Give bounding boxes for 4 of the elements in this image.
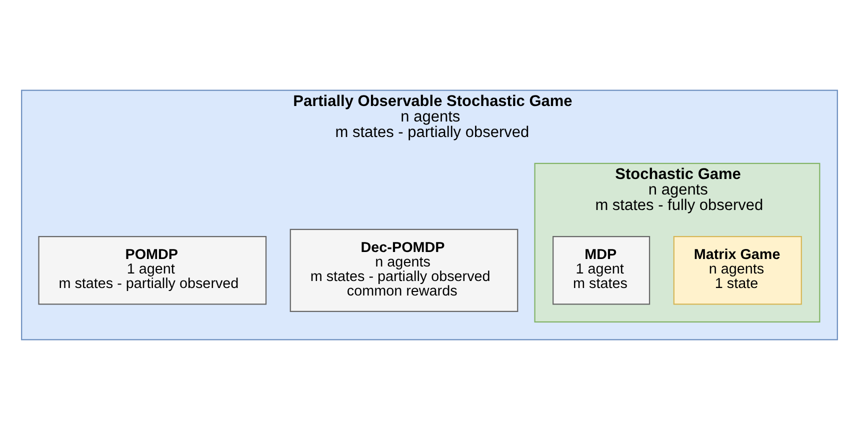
node-box: POMDP 1 agent m states - partially observed	[38, 236, 267, 305]
node-box: MDP 1 agent m states	[552, 236, 650, 305]
node-box: Matrix Game n agents 1 state	[673, 236, 802, 305]
node-box: Dec-POMDP n agents m states - partially observed common rewards	[290, 228, 518, 312]
